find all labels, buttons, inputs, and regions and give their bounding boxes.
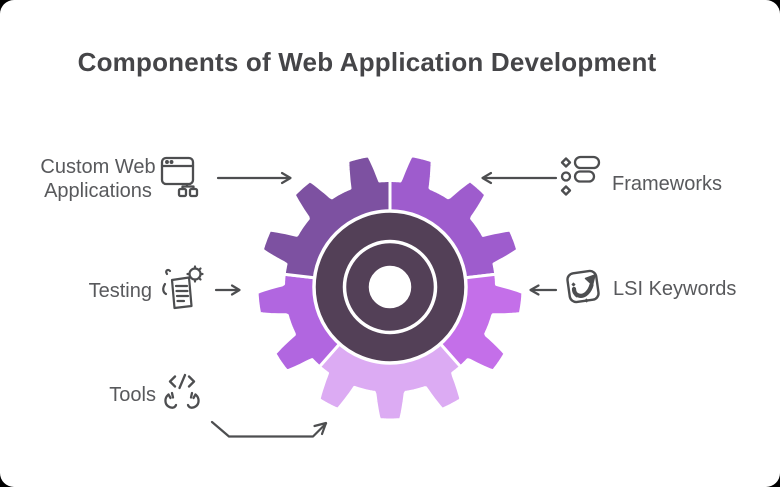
segmented-gear <box>255 154 525 422</box>
arrowhead-frameworks <box>481 171 493 185</box>
arrow-tools <box>210 420 328 438</box>
arrowhead-custom-web <box>280 171 292 185</box>
tools-icon <box>160 373 204 415</box>
custom-web-applications-label: Custom Web Applications <box>40 156 156 202</box>
lsi-keywords-icon <box>561 262 605 310</box>
arrowhead-tools <box>313 421 328 436</box>
gear-center-hole <box>368 265 412 309</box>
arrowhead-testing <box>230 284 241 296</box>
gear-hub-ring <box>342 239 438 335</box>
gear-segment-lsi-keywords <box>435 272 525 373</box>
frameworks-icon <box>558 155 602 199</box>
arrowhead-lsi-keywords <box>529 284 540 296</box>
page-title: Components of Web Application Developmen… <box>77 47 657 77</box>
gear-segment-frameworks <box>388 154 519 280</box>
web-app-icon <box>160 154 204 200</box>
gear-segment-testing <box>255 272 345 373</box>
testing-icon <box>157 264 207 312</box>
arrows <box>210 171 558 438</box>
frameworks-label: Frameworks <box>612 173 723 195</box>
tools-label: Tools <box>109 384 156 406</box>
gear-segment-custom-web-applications <box>260 154 392 280</box>
lsi-keywords-label: LSI Keywords <box>613 278 737 300</box>
gear-segment-tools <box>317 338 463 422</box>
testing-label: Testing <box>88 280 152 302</box>
